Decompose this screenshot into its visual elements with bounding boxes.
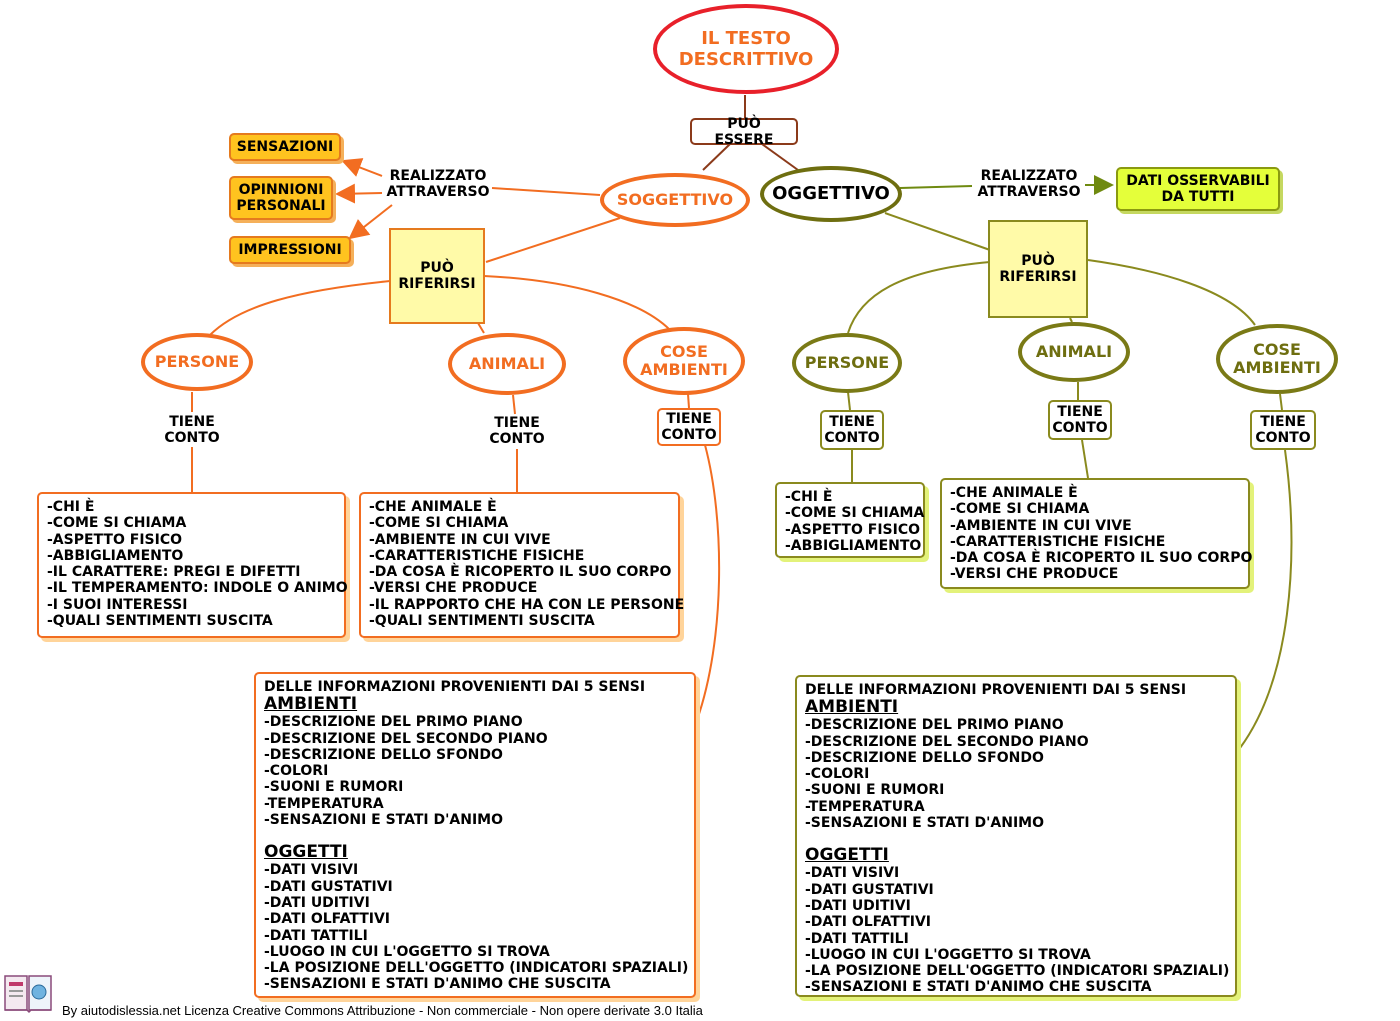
title-line-1: IL TESTO <box>701 28 791 49</box>
soggettivo-animali-list: -CHE ANIMALE È -COME SI CHIAMA -AMBIENTE… <box>359 492 684 638</box>
title-line-2: DESCRITTIVO <box>678 49 814 70</box>
oggettivo-animali-list: -CHE ANIMALE È -COME SI CHIAMA -AMBIENTE… <box>940 478 1252 589</box>
soggettivo-animali-node: ANIMALI <box>448 333 566 395</box>
soggettivo-persone-list: -CHI È -COME SI CHIAMA -ASPETTO FISICO -… <box>37 492 348 638</box>
oggettivo-realizzato-label: REALIZZATO ATTRAVERSO <box>977 168 1081 200</box>
sensazioni-node: SENSAZIONI <box>229 133 341 161</box>
oggettivo-node: OGGETTIVO <box>760 166 902 222</box>
soggettivo-node: SOGGETTIVO <box>600 173 750 227</box>
impressioni-node: IMPRESSIONI <box>229 236 351 264</box>
book-logo-icon <box>4 975 52 1014</box>
oggettivo-animali-node: ANIMALI <box>1018 322 1130 382</box>
oggettivo-persone-node: PERSONE <box>792 333 902 393</box>
opinioni-node: OPINNIONI PERSONALI <box>229 176 333 220</box>
soggettivo-persone-node: PERSONE <box>141 333 253 391</box>
soggettivo-ambienti-box: DELLE INFORMAZIONI PROVENIENTI DAI 5 SEN… <box>254 672 696 998</box>
puo-essere-label: PUÒ ESSERE <box>690 116 798 148</box>
oggettivo-persone-list: -CHI È -COME SI CHIAMA -ASPETTO FISICO -… <box>775 482 925 558</box>
license-footer: By aiutodislessia.net Licenza Creative C… <box>62 1003 703 1018</box>
oggettivo-ambienti-box: DELLE INFORMAZIONI PROVENIENTI DAI 5 SEN… <box>795 675 1237 997</box>
soggettivo-realizzato-label: REALIZZATO ATTRAVERSO <box>386 168 490 200</box>
